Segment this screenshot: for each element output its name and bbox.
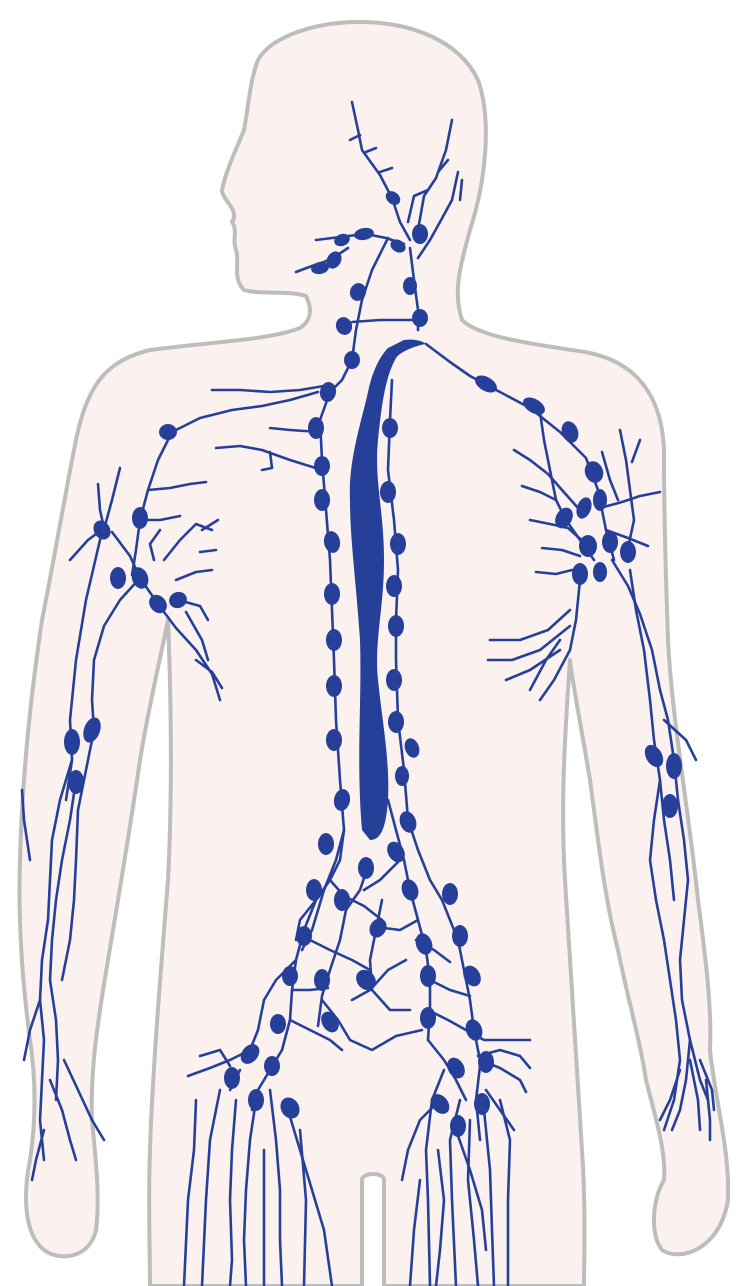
lymph-node <box>403 277 417 295</box>
lymph-node <box>326 729 342 751</box>
lymph-node <box>450 1115 466 1137</box>
lymph-node <box>420 965 436 987</box>
lymph-node <box>314 969 330 991</box>
lymph-node <box>306 879 322 901</box>
lymph-node <box>602 531 618 553</box>
lymph-node <box>344 351 360 369</box>
lymph-node <box>68 770 84 794</box>
lymph-node <box>386 575 402 597</box>
lymph-node <box>308 417 324 439</box>
lymph-node <box>662 794 678 818</box>
lymph-node <box>324 583 340 605</box>
lymph-node <box>64 729 80 755</box>
lymph-node <box>159 424 177 440</box>
lymph-node <box>314 489 330 511</box>
lymph-node <box>382 418 398 438</box>
lymph-node <box>593 489 607 511</box>
lymph-node <box>110 567 126 589</box>
lymph-node <box>282 966 298 986</box>
lymph-node <box>318 833 334 855</box>
lymph-node <box>386 669 402 691</box>
lymph-node <box>334 889 350 911</box>
lymph-node <box>412 224 428 244</box>
lymph-node <box>395 766 409 786</box>
lymph-node <box>620 541 636 563</box>
lymph-node <box>572 563 588 585</box>
lymph-node <box>388 615 404 637</box>
lymph-node <box>474 1093 490 1115</box>
lymph-node <box>358 857 374 879</box>
lymph-node <box>390 533 406 555</box>
lymph-node <box>412 309 428 327</box>
lymph-node <box>326 629 342 651</box>
lymph-node <box>442 883 458 905</box>
lymph-node <box>248 1089 264 1111</box>
lymph-node <box>326 675 342 697</box>
lymph-node <box>314 456 330 476</box>
lymph-node <box>452 925 468 947</box>
lymph-node <box>270 1014 286 1034</box>
lymph-node <box>380 481 396 503</box>
lymph-node <box>296 926 312 946</box>
lymph-node <box>224 1067 240 1089</box>
lymph-node <box>420 1007 436 1029</box>
lymph-node <box>666 753 682 779</box>
lymph-node <box>478 1051 494 1073</box>
lymph-node <box>132 507 148 529</box>
lymph-node <box>579 535 597 557</box>
lymph-node <box>264 1056 280 1076</box>
lymph-node <box>593 562 607 582</box>
lymph-node <box>388 711 404 733</box>
